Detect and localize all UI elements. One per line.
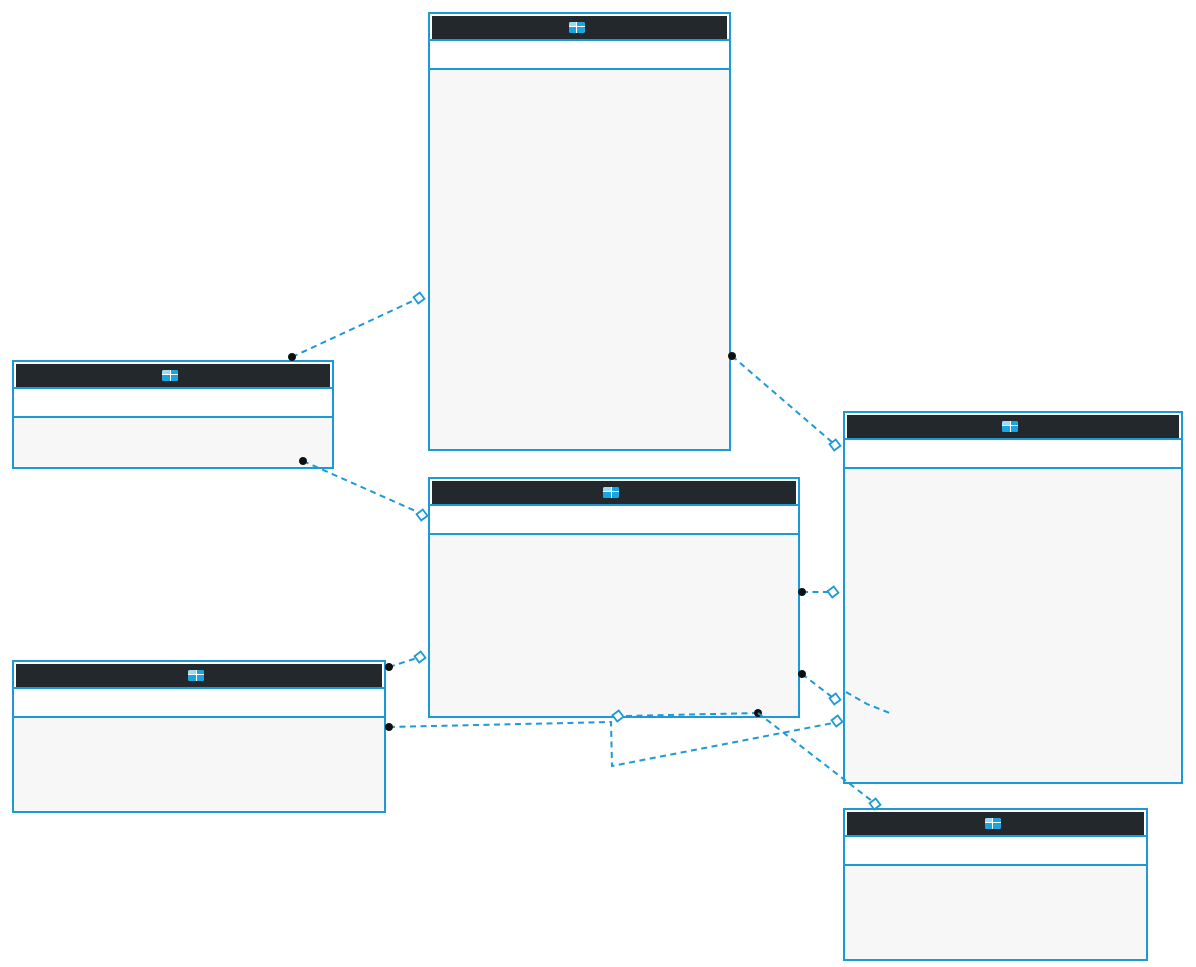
table-grid-icon <box>162 370 178 381</box>
table-header-wrap <box>14 362 332 389</box>
rel-media-account-diamond-endpoint <box>828 438 842 452</box>
table-row[interactable] <box>430 182 729 204</box>
table-media[interactable] <box>428 12 731 451</box>
table-row[interactable] <box>430 336 729 358</box>
table-row[interactable] <box>845 515 1181 537</box>
table-row[interactable] <box>845 757 1181 779</box>
table-body <box>430 70 729 449</box>
rel-comments_comment_media-media-diamond-endpoint <box>412 291 426 305</box>
table-row[interactable] <box>845 537 1181 559</box>
table-row[interactable] <box>430 647 798 669</box>
table-row[interactable] <box>430 248 729 270</box>
table-row[interactable] <box>845 603 1181 625</box>
table-grid-icon <box>1002 421 1018 432</box>
rel-comments_comment_vote-comments_comment-line[interactable] <box>388 657 418 668</box>
table-header-wrap <box>14 662 384 689</box>
rel-comments_comment_vote-comments_comment-dot-endpoint <box>385 663 393 671</box>
table-row[interactable] <box>845 471 1181 493</box>
table-grid-icon <box>568 22 585 33</box>
table-row[interactable] <box>430 625 798 647</box>
table-row[interactable] <box>430 358 729 380</box>
table-row[interactable] <box>845 735 1181 757</box>
rel-comments_comment_vote-account-diamond-endpoint <box>830 714 844 728</box>
table-header-comments_list[interactable] <box>847 812 1144 835</box>
table-row[interactable] <box>14 786 384 808</box>
rel-comments_comment_vote-comments_comment-diamond-endpoint <box>413 650 427 664</box>
table-body <box>430 535 798 716</box>
table-row[interactable] <box>14 742 384 764</box>
rel-comments_comment-account-1-diamond-endpoint <box>826 585 840 599</box>
table-body <box>14 718 384 811</box>
table-header-comments_comment_media[interactable] <box>16 364 330 387</box>
primary-key-row[interactable] <box>430 506 798 535</box>
table-row[interactable] <box>430 116 729 138</box>
table-row[interactable] <box>430 603 798 625</box>
table-row[interactable] <box>845 691 1181 713</box>
table-row[interactable] <box>845 493 1181 515</box>
table-comments_comment[interactable] <box>428 477 800 718</box>
rel-comments_comment_vote-account-line[interactable] <box>388 720 834 768</box>
table-row[interactable] <box>430 226 729 248</box>
rel-comments_comment-account-2-line[interactable] <box>801 673 833 698</box>
table-row[interactable] <box>14 764 384 786</box>
table-row[interactable] <box>430 72 729 94</box>
table-row[interactable] <box>430 537 798 559</box>
table-row[interactable] <box>845 934 1146 956</box>
table-header-wrap <box>845 810 1146 837</box>
table-row[interactable] <box>430 292 729 314</box>
table-header-comments_comment_vote[interactable] <box>16 664 382 687</box>
table-row[interactable] <box>430 138 729 160</box>
table-grid-icon <box>188 670 204 681</box>
table-row[interactable] <box>430 581 798 603</box>
table-row[interactable] <box>845 559 1181 581</box>
table-row[interactable] <box>14 420 332 442</box>
table-row[interactable] <box>430 204 729 226</box>
table-grid-icon <box>603 487 619 498</box>
table-row[interactable] <box>430 94 729 116</box>
table-header-media[interactable] <box>432 16 727 39</box>
table-row[interactable] <box>14 442 332 464</box>
table-header-wrap <box>845 413 1181 440</box>
table-grid-icon <box>984 818 1001 829</box>
primary-key-row[interactable] <box>845 440 1181 469</box>
table-row[interactable] <box>845 647 1181 669</box>
rel-comments_comment_vote-account-dot-endpoint <box>385 723 393 731</box>
table-row[interactable] <box>845 912 1146 934</box>
table-row[interactable] <box>845 890 1146 912</box>
table-comments_comment_vote[interactable] <box>12 660 386 813</box>
table-row[interactable] <box>845 868 1146 890</box>
table-header-comments_comment[interactable] <box>432 481 796 504</box>
table-row[interactable] <box>430 669 798 691</box>
table-row[interactable] <box>430 691 798 713</box>
primary-key-row[interactable] <box>845 837 1146 866</box>
table-row[interactable] <box>430 160 729 182</box>
table-account[interactable] <box>843 411 1183 784</box>
table-row[interactable] <box>845 713 1181 735</box>
primary-key-row[interactable] <box>430 41 729 70</box>
primary-key-row[interactable] <box>14 689 384 718</box>
table-row[interactable] <box>845 669 1181 691</box>
rel-comments_comment-account-2-diamond-endpoint <box>828 692 842 706</box>
rel-media-account-line[interactable] <box>731 355 834 444</box>
table-header-account[interactable] <box>847 415 1179 438</box>
table-row[interactable] <box>430 402 729 424</box>
table-row[interactable] <box>430 314 729 336</box>
table-body <box>845 866 1146 959</box>
table-body <box>14 418 332 467</box>
rel-comments_comment_media-comments_comment-diamond-endpoint <box>415 508 429 522</box>
table-row[interactable] <box>430 380 729 402</box>
table-row[interactable] <box>845 581 1181 603</box>
table-row[interactable] <box>14 720 384 742</box>
table-comments_list[interactable] <box>843 808 1148 961</box>
table-header-wrap <box>430 479 798 506</box>
table-body <box>845 469 1181 782</box>
table-comments_comment_media[interactable] <box>12 360 334 469</box>
table-row[interactable] <box>430 559 798 581</box>
table-row[interactable] <box>430 424 729 446</box>
table-row[interactable] <box>845 625 1181 647</box>
table-header-wrap <box>430 14 729 41</box>
primary-key-row[interactable] <box>14 389 332 418</box>
rel-comments_comment_media-media-line[interactable] <box>291 298 418 358</box>
table-row[interactable] <box>430 270 729 292</box>
